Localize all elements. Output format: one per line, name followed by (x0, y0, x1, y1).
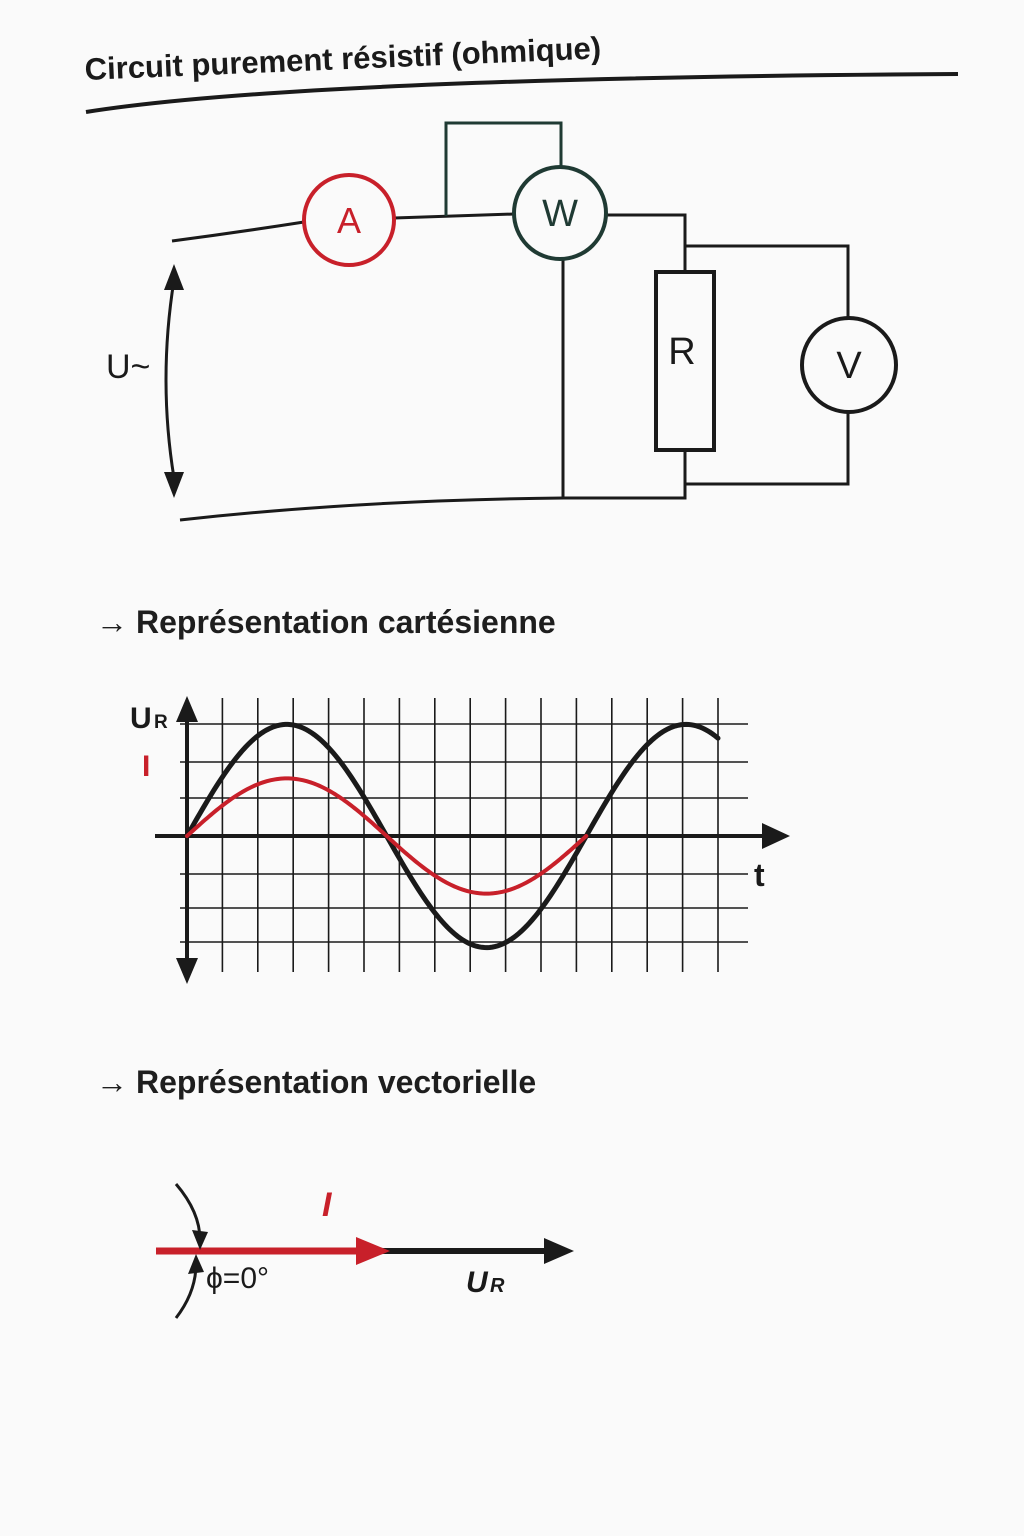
voltmeter: V (800, 316, 898, 414)
y-axis-arrowhead-up (176, 696, 198, 722)
voltage-vector-arrowhead (544, 1238, 574, 1264)
voltmeter-branch-top (685, 244, 850, 318)
voltage-vector-label: U (466, 1266, 489, 1299)
voltmeter-branch-bottom (685, 412, 850, 486)
wire-top-mid (393, 212, 515, 220)
cartesian-heading: →Représentation cartésienne (96, 604, 556, 641)
chart-curves (184, 721, 721, 951)
resistor-label: R (668, 331, 695, 373)
wire-bottom (179, 450, 687, 522)
wire-top-left (171, 220, 305, 243)
current-vector-label: I (322, 1186, 333, 1224)
resistor-body (654, 270, 716, 452)
cartesian-chart: U R I t (130, 696, 790, 984)
x-axis-arrowhead (762, 823, 790, 849)
wattmeter-current-loop (444, 121, 563, 216)
source-voltage-arrow (164, 264, 184, 498)
chart-axes (155, 696, 790, 984)
wattmeter-circle (512, 165, 608, 261)
cartesian-heading-text: Représentation cartésienne (136, 604, 556, 640)
phase-label: ϕ=0° (206, 1262, 269, 1295)
right-arrow-icon: → (96, 1064, 128, 1100)
ammeter-label: A (337, 200, 361, 241)
current-curve (185, 776, 589, 896)
voltage-vector-label-sub: R (490, 1275, 505, 1297)
voltmeter-circle (800, 316, 898, 414)
circuit-diagram: A W R V U~ (85, 72, 959, 522)
arrowhead-up (164, 264, 184, 290)
phasor-diagram: I U R ϕ=0° (156, 1183, 574, 1319)
ammeter: A (302, 173, 396, 267)
vector-heading-text: Représentation vectorielle (136, 1064, 537, 1100)
y-axis-label-sub: R (154, 712, 168, 733)
arrowhead-down (164, 472, 184, 498)
right-arrow-icon: → (96, 604, 128, 640)
resistor: R (654, 270, 716, 452)
ammeter-circle (302, 173, 396, 267)
source-label: U~ (106, 348, 150, 386)
x-axis-label: t (754, 857, 765, 893)
voltmeter-label: V (836, 345, 862, 387)
chart-labels: U R I t (130, 702, 765, 893)
wire-top-right (606, 213, 687, 272)
phase-arc-bottom-arrowhead (188, 1254, 204, 1274)
title-underline (85, 72, 959, 114)
wattmeter-label: W (542, 193, 578, 235)
vector-heading: →Représentation vectorielle (96, 1064, 536, 1101)
y-axis-label-main: U (130, 702, 152, 735)
phase-arc-top-arrowhead (192, 1230, 208, 1250)
current-vector-arrowhead (356, 1237, 390, 1265)
wattmeter: W (512, 165, 608, 261)
voltage-curve (184, 721, 721, 951)
y-axis-label-secondary: I (142, 750, 150, 783)
y-axis-arrowhead-down (176, 958, 198, 984)
